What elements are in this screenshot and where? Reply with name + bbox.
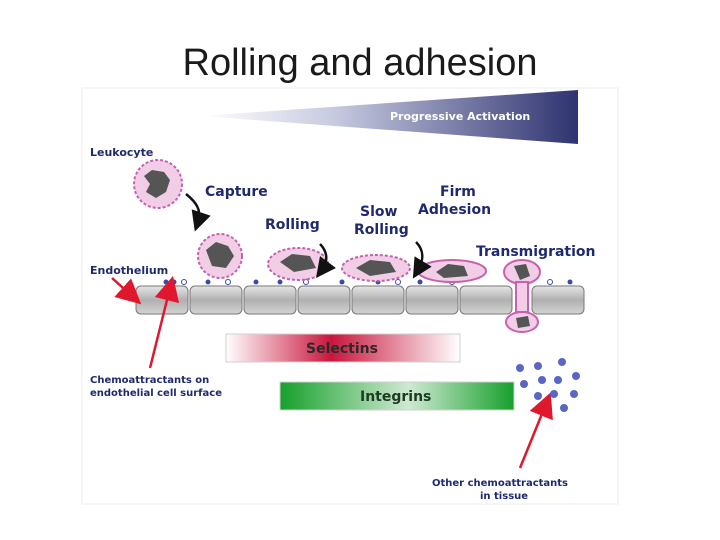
- firm-adhesion-cell: [417, 259, 487, 283]
- transmigrating-cell: [503, 259, 541, 333]
- selectins-label: Selectins: [306, 341, 378, 357]
- progressive-activation-wedge: [200, 90, 578, 144]
- slow-rolling-label: Rolling: [354, 222, 409, 238]
- diagram-figure: Progressive Activation Leukocyte Capture…: [80, 86, 620, 506]
- activation-label: Progressive Activation: [390, 110, 530, 123]
- leukocyte-label: Leukocyte: [90, 146, 153, 159]
- tissue-chemoattractants: [516, 358, 580, 412]
- chemo-tissue-label-2: in tissue: [480, 491, 528, 502]
- red-pointer-arrows: [111, 275, 553, 469]
- slow-label: Slow: [360, 204, 398, 220]
- chemo-surface-label-2: endothelial cell surface: [90, 388, 222, 399]
- firm-label: Firm: [440, 184, 476, 200]
- adhesion-label: Adhesion: [418, 202, 491, 218]
- endothelium-label: Endothelium: [90, 264, 168, 277]
- slide-title: Rolling and adhesion: [182, 42, 538, 84]
- chemo-tissue-label-1: Other chemoattractants: [432, 478, 568, 489]
- capture-label: Capture: [205, 184, 268, 200]
- integrins-label: Integrins: [360, 389, 431, 405]
- transmigration-label: Transmigration: [476, 244, 596, 260]
- chemo-surface-label-1: Chemoattractants on: [90, 375, 209, 386]
- rolling-cell: [267, 247, 329, 281]
- rolling-label: Rolling: [265, 217, 320, 233]
- integrins-bar: [279, 381, 515, 411]
- captured-cell: [197, 233, 243, 279]
- selectins-bar: [225, 333, 461, 363]
- motion-arrows: [185, 193, 432, 279]
- leukocyte-free-cell: [133, 159, 183, 209]
- slow-rolling-cell: [341, 254, 411, 282]
